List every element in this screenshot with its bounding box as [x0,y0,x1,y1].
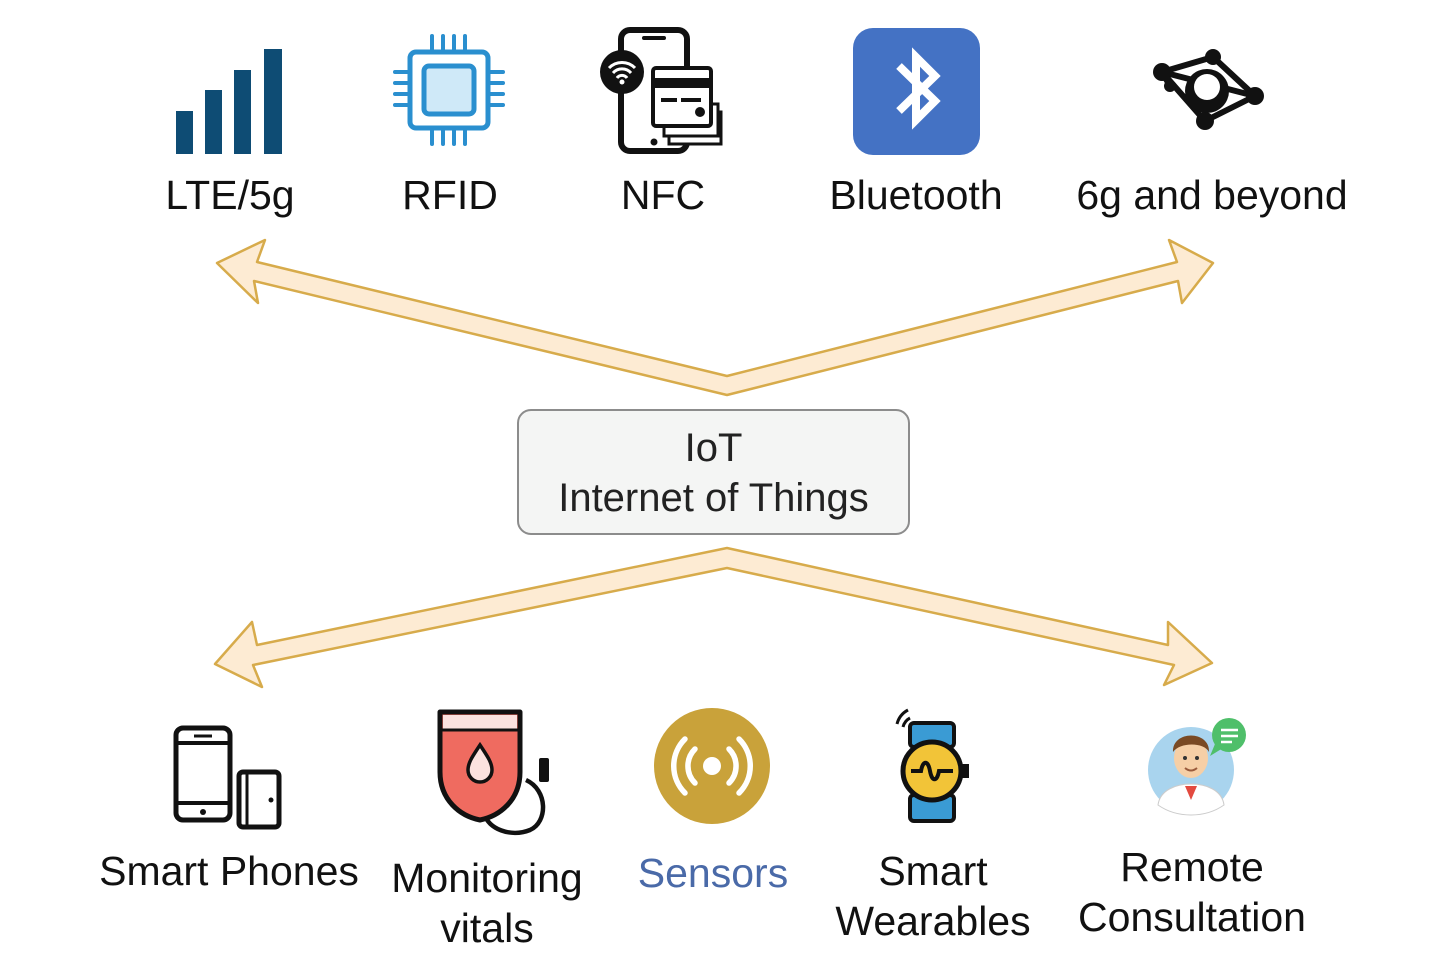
label-6g-and-beyond: 6g and beyond [1076,172,1348,218]
label-remote-consultation: Remote Consultation [1078,844,1306,940]
label-smart-phones: Smart Phones [99,848,359,894]
smart-phones-icon [173,725,282,830]
sensor-signal-icon [654,708,770,824]
smartwatch-icon [895,708,969,823]
doctor-avatar-icon [1148,718,1246,816]
nfc-phone-icon [600,27,723,154]
label-nfc: NFC [620,172,706,218]
label-rfid: RFID [402,172,498,218]
network-graph-icon [1153,49,1264,130]
label-lte-5g: LTE/5g [165,172,295,218]
blood-bag-icon [437,709,549,836]
signal-bars-icon [176,49,282,154]
label-monitoring-vitals: Monitoring vitals [391,855,583,951]
label-smart-wearables: Smart Wearables [835,848,1031,944]
iot-title: IoT [684,426,743,470]
lower-double-arrow [213,546,1214,689]
label-bluetooth: Bluetooth [829,172,1003,218]
iot-center-box: IoT Internet of Things [517,409,910,535]
label-sensors: Sensors [637,850,789,896]
upper-double-arrow [215,238,1215,397]
chip-icon [393,34,505,146]
iot-subtitle: Internet of Things [558,476,869,520]
bluetooth-icon [853,28,980,155]
